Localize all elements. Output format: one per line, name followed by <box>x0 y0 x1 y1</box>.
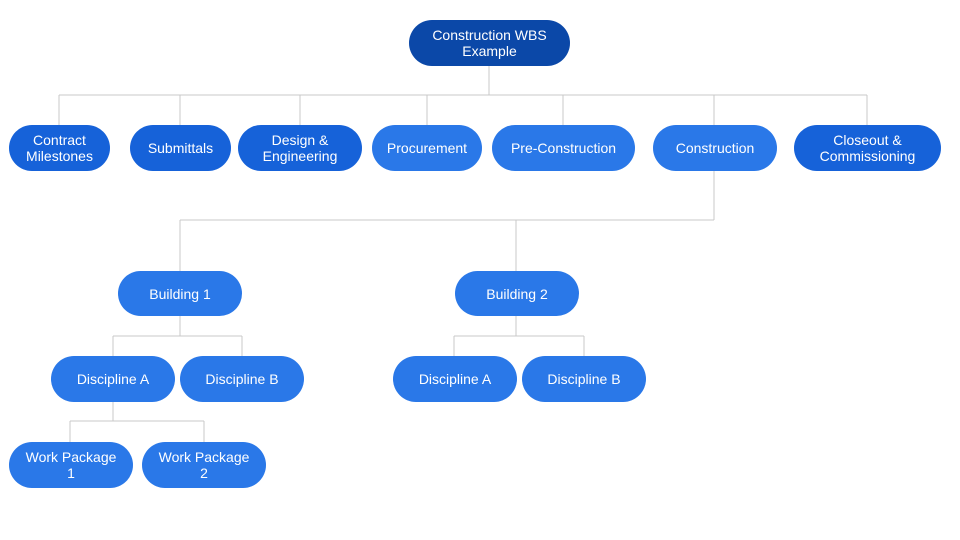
node-submittals[interactable]: Submittals <box>130 125 231 171</box>
node-b1-discipline-a[interactable]: Discipline A <box>51 356 175 402</box>
node-building-1[interactable]: Building 1 <box>118 271 242 316</box>
node-b2-discipline-b[interactable]: Discipline B <box>522 356 646 402</box>
node-pre-construction[interactable]: Pre-Construction <box>492 125 635 171</box>
node-work-package-2[interactable]: Work Package 2 <box>142 442 266 488</box>
node-closeout-commissioning[interactable]: Closeout & Commissioning <box>794 125 941 171</box>
node-design-engineering[interactable]: Design & Engineering <box>238 125 362 171</box>
node-b1-discipline-b[interactable]: Discipline B <box>180 356 304 402</box>
node-contract-milestones[interactable]: Contract Milestones <box>9 125 110 171</box>
wbs-root-node[interactable]: Construction WBS Example <box>409 20 570 66</box>
node-b2-discipline-a[interactable]: Discipline A <box>393 356 517 402</box>
node-work-package-1[interactable]: Work Package 1 <box>9 442 133 488</box>
node-construction[interactable]: Construction <box>653 125 777 171</box>
node-procurement[interactable]: Procurement <box>372 125 482 171</box>
node-building-2[interactable]: Building 2 <box>455 271 579 316</box>
